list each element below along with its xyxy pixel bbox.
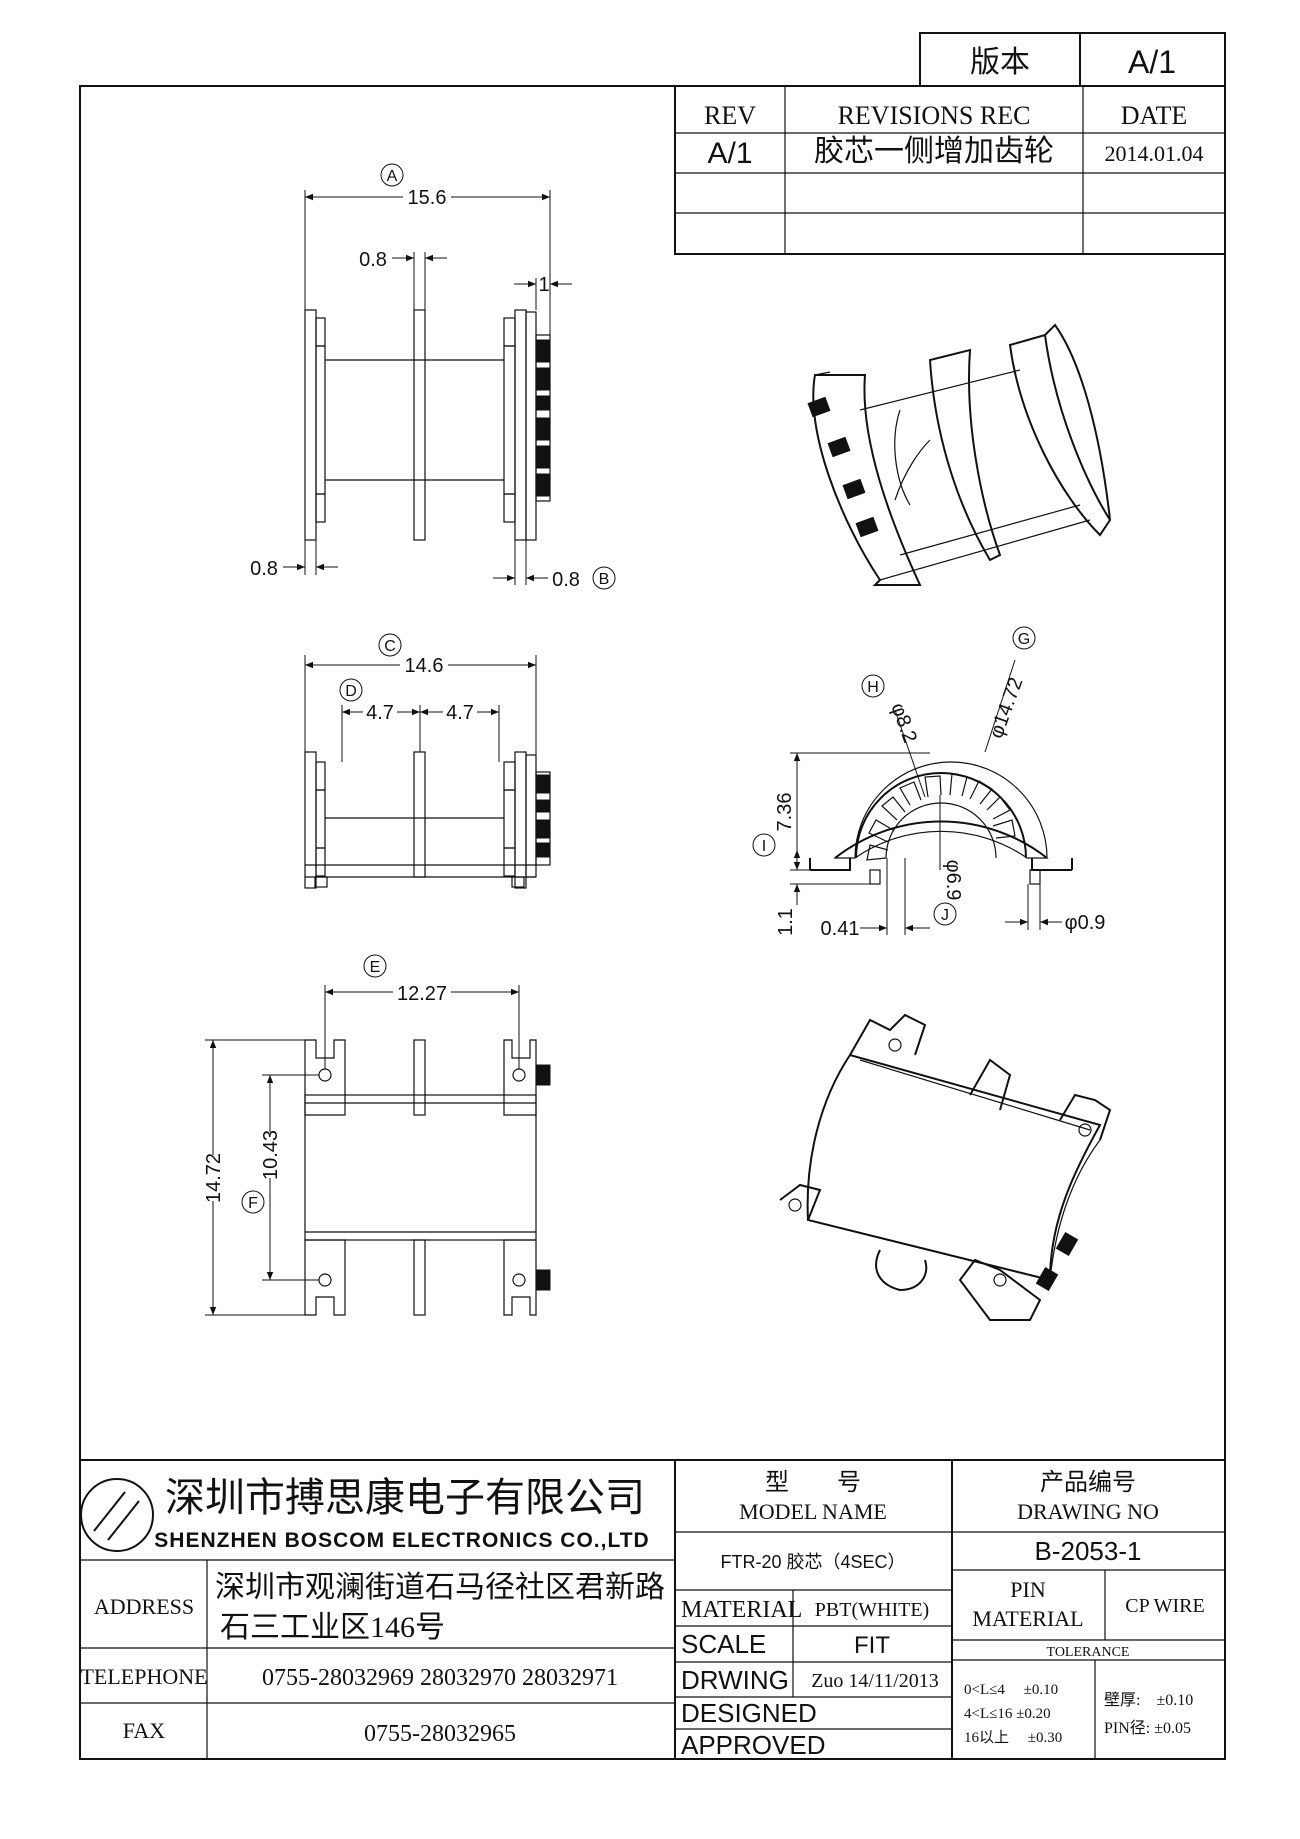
revision-table: REV REVISIONS REC DATE A/1 胶芯一侧增加齿轮 2014… bbox=[674, 85, 1226, 255]
dim-H: φ8.2 bbox=[886, 700, 921, 746]
dim-A: 15.6 bbox=[408, 187, 447, 209]
dim-I: 7.36 bbox=[774, 793, 796, 832]
company-logo bbox=[80, 1478, 154, 1552]
callout-G: G bbox=[1018, 631, 1030, 648]
dimensions-view2: C 14.6 D 4.7 4.7 bbox=[304, 633, 537, 762]
pin-material-label: MATERIAL bbox=[972, 1606, 1083, 1631]
telephone-label: TELEPHONE bbox=[80, 1664, 207, 1689]
isometric-view-top bbox=[807, 323, 1112, 586]
company-name-cn: 深圳市搏思康电子有限公司 bbox=[165, 1475, 645, 1520]
address-label: ADDRESS bbox=[94, 1594, 194, 1619]
dim-B: 0.8 bbox=[552, 569, 580, 591]
address-line1: 深圳市观澜街道石马径社区君新路 bbox=[215, 1571, 665, 1604]
dimensions-view1: A 15.6 0.8 1 0.8 0.8 B bbox=[250, 163, 616, 591]
callout-F: F bbox=[248, 1195, 258, 1212]
pin-material-value: CP WIRE bbox=[1125, 1595, 1204, 1617]
callout-E: E bbox=[370, 959, 381, 976]
drawing-label: DRWING bbox=[681, 1665, 789, 1695]
dim-gap: 0.41 bbox=[821, 918, 860, 940]
tolerance-wall: 壁厚: ±0.10 bbox=[1104, 1690, 1193, 1709]
dim-G: φ14.72 bbox=[985, 675, 1027, 742]
isometric-view-bottom bbox=[779, 1013, 1112, 1321]
date-header: DATE bbox=[1121, 101, 1187, 130]
callout-I: I bbox=[762, 838, 766, 855]
callout-D: D bbox=[345, 683, 357, 700]
model-label-cn: 型 号 bbox=[765, 1469, 861, 1496]
dim-J: φ6.9 bbox=[942, 860, 964, 901]
sheet-border bbox=[79, 85, 1226, 1760]
dim-D2: 4.7 bbox=[446, 702, 474, 724]
dim-top-web: 0.8 bbox=[359, 249, 387, 271]
model-value: FTR-20 胶芯（4SEC） bbox=[720, 1552, 905, 1572]
designed-label: DESIGNED bbox=[681, 1698, 817, 1728]
drawing-no-label-en: DRAWING NO bbox=[1017, 1499, 1159, 1524]
end-view bbox=[809, 761, 1073, 885]
front-view bbox=[304, 751, 551, 889]
side-view-top bbox=[304, 309, 551, 541]
pin-label: PIN bbox=[1010, 1577, 1046, 1602]
title-block bbox=[80, 1459, 1225, 1759]
revisions-rec-header: REVISIONS REC bbox=[838, 101, 1031, 130]
dim-left-flange: 0.8 bbox=[250, 558, 278, 580]
dim-top-gear: 1 bbox=[538, 274, 549, 296]
fax-label: FAX bbox=[123, 1718, 165, 1743]
scale-value: FIT bbox=[854, 1632, 890, 1659]
dim-D1: 4.7 bbox=[366, 702, 394, 724]
callout-C: C bbox=[384, 638, 396, 655]
plan-view bbox=[304, 1039, 551, 1316]
revision-description: 胶芯一侧增加齿轮 bbox=[814, 135, 1054, 168]
rev-header: REV bbox=[704, 101, 756, 130]
tolerance-row-3: 16以上 ±0.30 bbox=[964, 1729, 1062, 1746]
rev-value: A/1 bbox=[707, 137, 752, 170]
tolerance-pin: PIN径: ±0.05 bbox=[1104, 1719, 1191, 1737]
material-label: MATERIAL bbox=[681, 1597, 802, 1623]
dim-foot: 1.1 bbox=[775, 908, 797, 936]
dim-C: 14.6 bbox=[405, 655, 444, 677]
telephone-value: 0755-28032969 28032970 28032971 bbox=[262, 1665, 618, 1691]
callout-A: A bbox=[387, 168, 398, 185]
callout-J: J bbox=[941, 907, 949, 924]
dimensions-view3: E 12.27 14.72 10.43 F bbox=[202, 954, 520, 1316]
tolerance-row-2: 4<L≤16 ±0.20 bbox=[964, 1706, 1051, 1722]
dim-outer-height: 14.72 bbox=[203, 1153, 225, 1203]
callout-H: H bbox=[867, 679, 879, 696]
drawing-no-value: B-2053-1 bbox=[1035, 1536, 1142, 1566]
company-name-en: SHENZHEN BOSCOM ELECTRONICS CO.,LTD bbox=[154, 1529, 649, 1552]
drawing-value: Zuo 14/11/2013 bbox=[811, 1670, 939, 1692]
material-value: PBT(WHITE) bbox=[815, 1599, 929, 1621]
dimensions-view4: φ14.72 G φ8.2 H 7.36 I 1.1 0.41 φ6.9 J φ… bbox=[752, 626, 1106, 940]
callout-B: B bbox=[599, 571, 610, 588]
version-value: A/1 bbox=[1128, 44, 1176, 80]
tolerance-label: TOLERANCE bbox=[1047, 1645, 1130, 1660]
dim-pin: φ0.9 bbox=[1065, 912, 1106, 934]
model-label-en: MODEL NAME bbox=[739, 1499, 887, 1524]
drawing-no-label-cn: 产品编号 bbox=[1040, 1469, 1136, 1496]
fax-value: 0755-28032965 bbox=[364, 1721, 516, 1747]
revision-date: 2014.01.04 bbox=[1105, 141, 1204, 166]
version-label: 版本 bbox=[970, 46, 1030, 79]
dim-F: 10.43 bbox=[260, 1130, 282, 1180]
version-block: 版本 A/1 bbox=[919, 32, 1226, 87]
address-line2: 石三工业区146号 bbox=[220, 1611, 445, 1644]
tolerance-row-1: 0<L≤4 ±0.10 bbox=[964, 1682, 1058, 1698]
dim-E: 12.27 bbox=[397, 983, 447, 1005]
approved-label: APPROVED bbox=[681, 1730, 826, 1760]
scale-label: SCALE bbox=[681, 1629, 766, 1659]
